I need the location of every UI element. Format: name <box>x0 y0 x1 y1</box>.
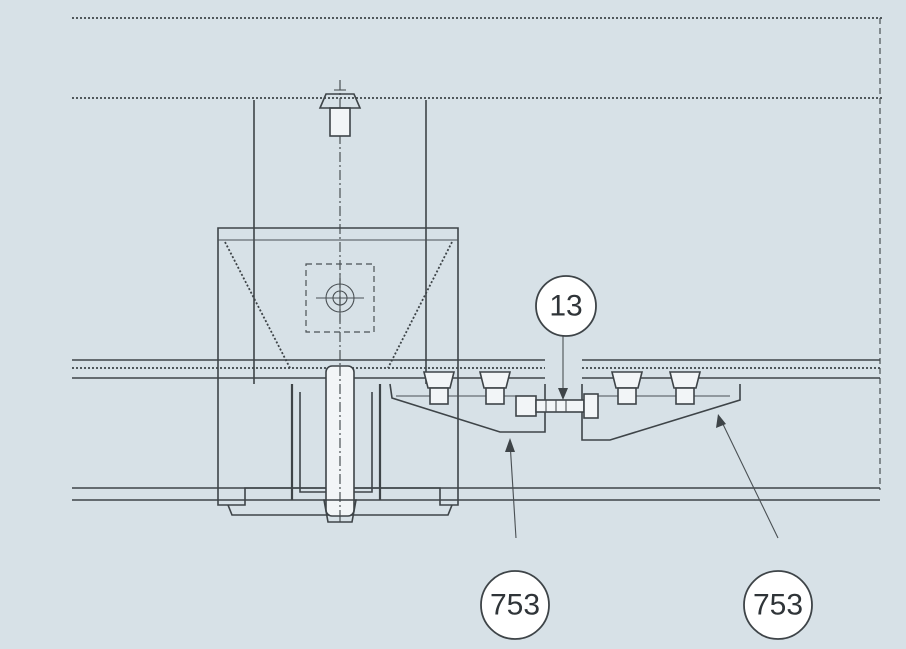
leader-lines <box>505 336 779 539</box>
clamp-bolt <box>478 371 512 405</box>
connecting-bolt <box>515 393 599 419</box>
top-bolt <box>318 89 362 137</box>
callout-label: 753 <box>753 589 803 622</box>
callout-13: 13 <box>535 275 597 337</box>
right-clamp-plate <box>581 384 741 441</box>
clamp-bolt <box>422 371 456 405</box>
bottom-rail <box>72 487 880 501</box>
left-clamp-plate <box>389 383 546 433</box>
callout-label: 13 <box>549 290 582 323</box>
channel-profile <box>227 365 453 523</box>
clamp-bolts <box>422 371 702 405</box>
callout-label: 753 <box>490 589 540 622</box>
clamp-bolt <box>668 371 702 405</box>
top-beam <box>72 17 882 490</box>
callout-753-right: 753 <box>743 570 813 640</box>
clamp-bolt <box>610 371 644 405</box>
middle-rail <box>72 359 880 379</box>
callout-753-left: 753 <box>480 570 550 640</box>
